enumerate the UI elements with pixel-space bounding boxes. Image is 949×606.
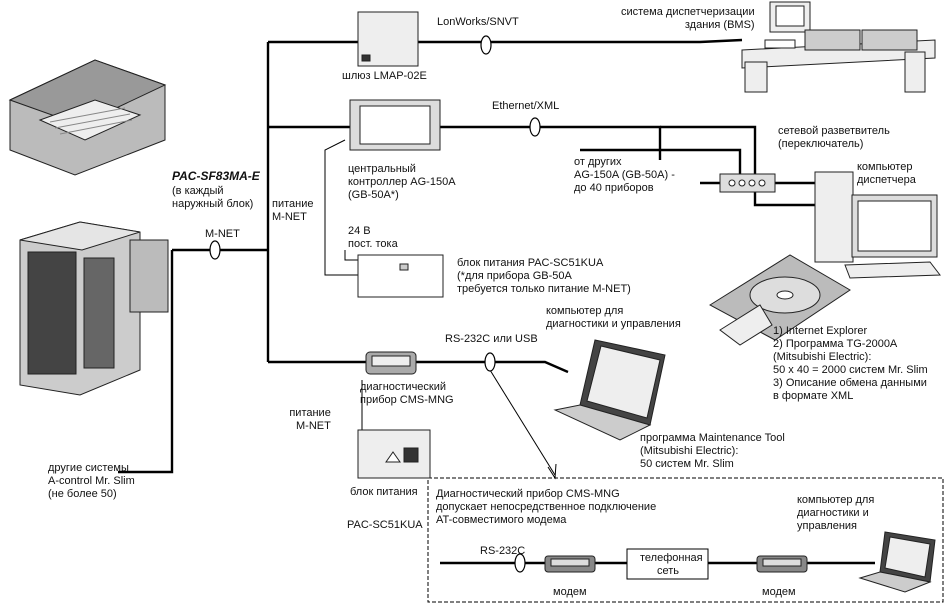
gateway-icon xyxy=(357,11,419,67)
modem-icon xyxy=(544,555,808,573)
cassette-unit-icon xyxy=(8,59,167,176)
diagnostic-device-icon xyxy=(365,351,417,375)
lonworks-label: LonWorks/SNVT xyxy=(437,16,519,28)
operator-pc-icon xyxy=(814,171,941,279)
software-cd-icon xyxy=(709,254,851,346)
network-switch-icon xyxy=(719,173,776,193)
cable-lines xyxy=(118,38,875,565)
gateway-label: шлюз LMAP-02E xyxy=(342,70,427,82)
ethernet-label: Ethernet/XML xyxy=(492,100,560,112)
laptop-small-icon xyxy=(858,531,936,593)
mnet-label: M-NET xyxy=(205,228,240,240)
central-controller-icon xyxy=(349,99,441,151)
psu-note-label: блок питания PAC-SC51KUA(*для прибора GB… xyxy=(457,257,631,295)
rs232-usb-label: RS-232C или USB xyxy=(445,333,538,345)
bms-workstation-icon xyxy=(741,1,936,93)
phone-network-box xyxy=(626,548,709,580)
power-supply-icon xyxy=(357,254,444,298)
psu-model-label: PAC-SC51KUA xyxy=(347,519,423,531)
outdoor-model-label: PAC-SF83MA-E xyxy=(172,169,260,183)
outdoor-unit-icon xyxy=(19,221,141,396)
laptop-icon xyxy=(553,339,666,441)
controller-module-icon xyxy=(129,239,169,313)
power-supply-block-icon xyxy=(357,429,431,479)
modem-left-label: модем xyxy=(553,586,587,598)
modem-dashed-box xyxy=(427,477,944,603)
modem-right-label: модем xyxy=(762,586,796,598)
rs232c-label: RS-232C xyxy=(480,545,526,557)
psu-block-label: блок питания xyxy=(350,486,418,498)
switch-label: сетевой разветвитель(переключатель) xyxy=(778,125,890,150)
maint-tool-label: программа Maintenance Tool(Mitsubishi El… xyxy=(640,432,785,470)
